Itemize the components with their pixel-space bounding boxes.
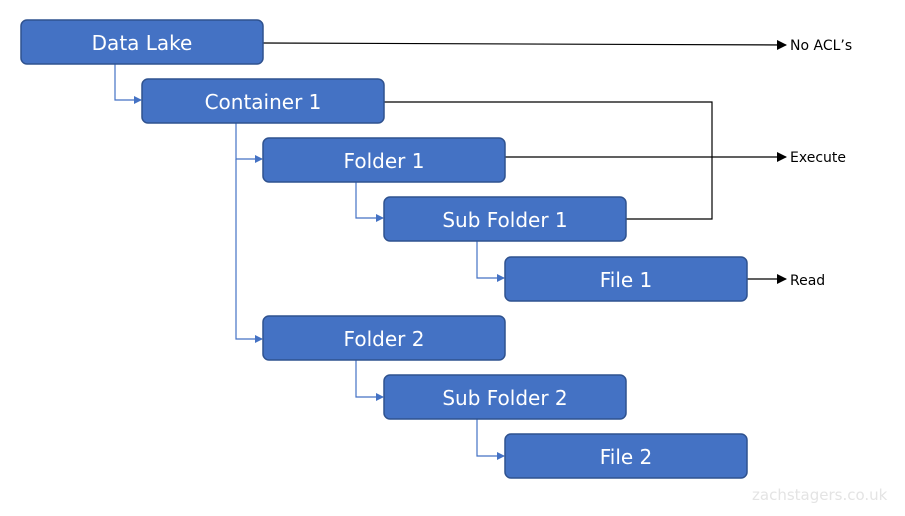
acl-label-execute: Execute <box>790 150 846 166</box>
tree-connectors <box>114 64 505 460</box>
node-file-1-label: File 1 <box>600 268 653 292</box>
node-sub-folder-2-label: Sub Folder 2 <box>442 386 567 410</box>
node-file-2[interactable]: File 2 <box>504 433 748 479</box>
node-sub-folder-1-label: Sub Folder 1 <box>442 208 567 232</box>
connector-sub-folder-1-to-file-1 <box>476 241 505 282</box>
node-container-1-label: Container 1 <box>205 90 322 114</box>
acl-label-no-acls: No ACL’s <box>790 38 852 54</box>
connector-container-1-to-folder-1 <box>235 123 263 163</box>
node-data-lake-label: Data Lake <box>92 31 193 55</box>
node-folder-2[interactable]: Folder 2 <box>262 315 506 361</box>
connector-data-lake-to-container-1 <box>114 64 142 104</box>
node-sub-folder-2[interactable]: Sub Folder 2 <box>383 374 627 420</box>
node-data-lake[interactable]: Data Lake <box>20 19 264 65</box>
connector-folder-1-to-sub-folder-1 <box>355 182 384 222</box>
connector-sub-folder-2-to-file-2 <box>476 419 505 460</box>
node-folder-1-label: Folder 1 <box>344 149 425 173</box>
acl-bracket-container-sub-folder <box>384 101 713 220</box>
node-file-1[interactable]: File 1 <box>504 256 748 302</box>
node-sub-folder-1[interactable]: Sub Folder 1 <box>383 196 627 242</box>
connector-folder-2-to-sub-folder-2 <box>355 360 384 401</box>
watermark-text: zachstagers.co.uk <box>752 486 888 504</box>
node-file-2-label: File 2 <box>600 445 653 469</box>
node-folder-2-label: Folder 2 <box>344 327 425 351</box>
node-folder-1[interactable]: Folder 1 <box>262 137 506 183</box>
acl-arrow-no-acls <box>262 39 787 50</box>
acl-arrows <box>262 39 787 284</box>
node-container-1[interactable]: Container 1 <box>141 78 385 124</box>
acl-label-read: Read <box>790 273 825 289</box>
connector-container-1-to-folder-2 <box>235 159 263 343</box>
